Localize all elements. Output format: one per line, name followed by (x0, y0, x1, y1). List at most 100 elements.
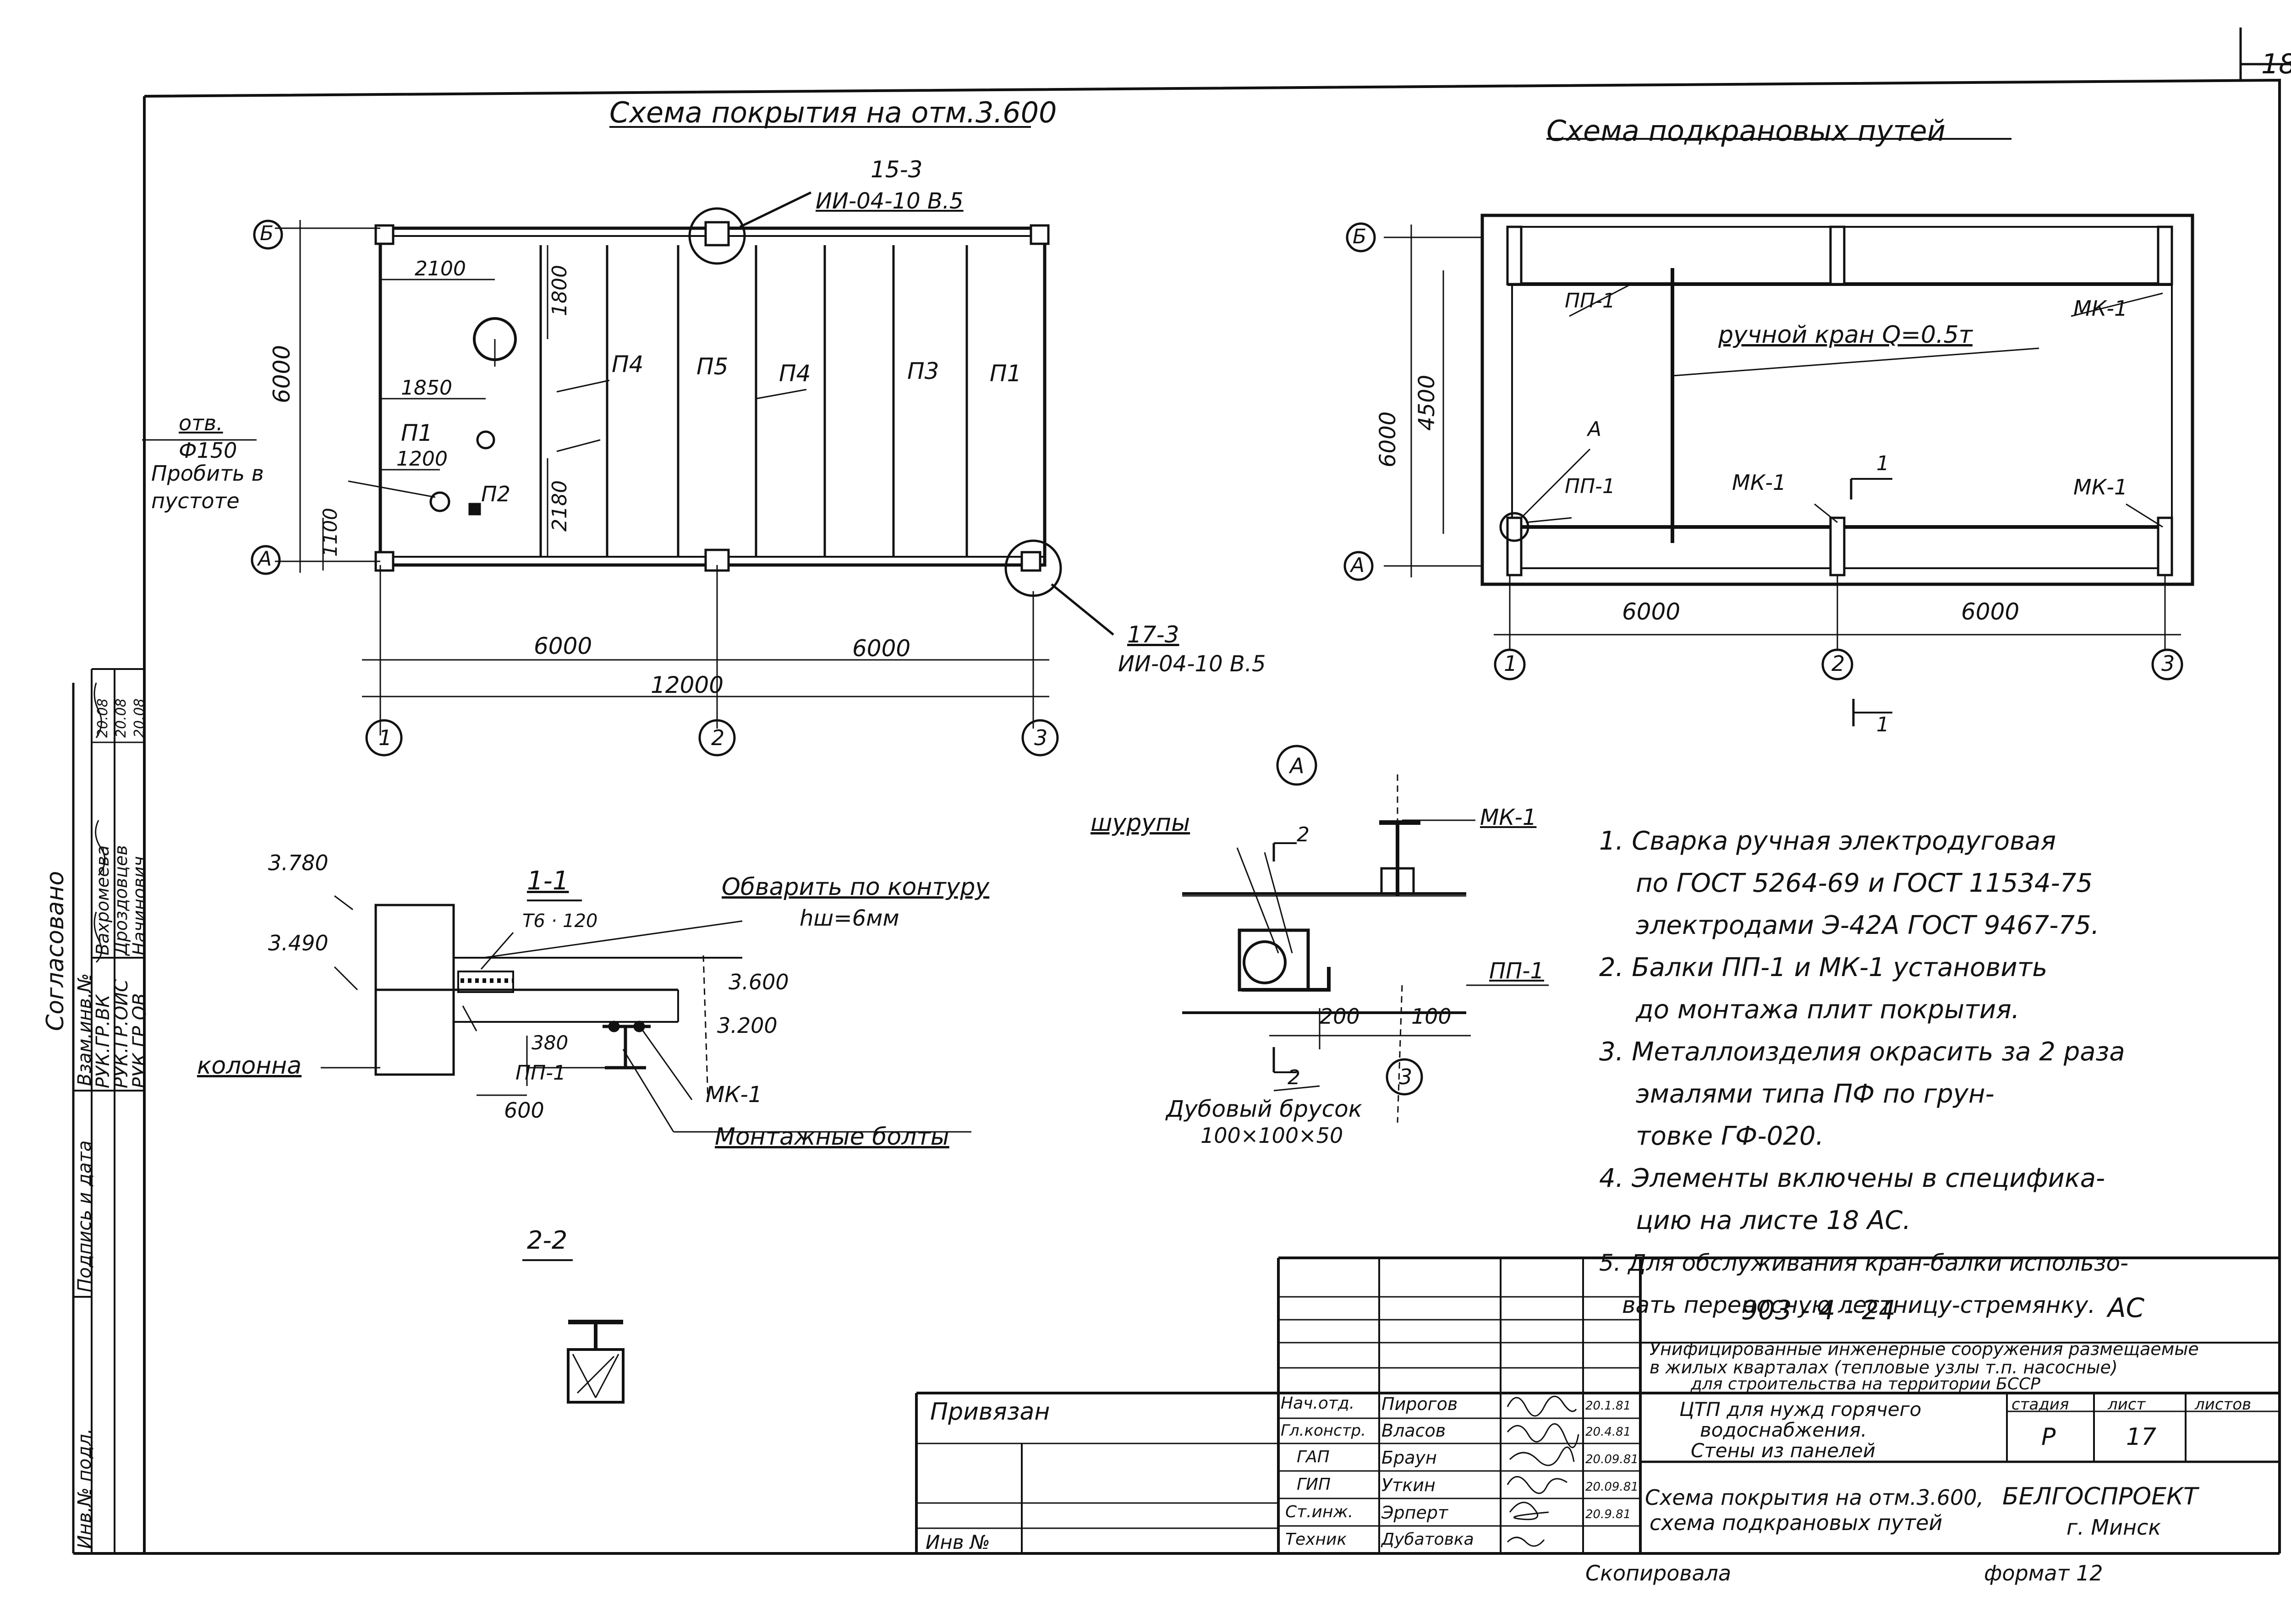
side-role-vk: РУК.ГР.ВК (93, 994, 114, 1088)
block-label: Дубовый брусок (1166, 1096, 1362, 1122)
level-3490: 3.490 (268, 931, 329, 955)
person-name: Уткин (1381, 1475, 1436, 1495)
crane-dim-bay2: 6000 (1961, 598, 2020, 625)
person-role: Ст.инж. (1285, 1503, 1354, 1521)
person-role: Нач.отд. (1281, 1394, 1355, 1413)
org-name: БЕЛГОСПРОЕКТ (2002, 1483, 2198, 1510)
roof-dim-1200: 1200 (396, 447, 448, 471)
crane-mk1-br: МК-1 (2073, 475, 2128, 499)
side-date-ois: 20.08 (113, 698, 129, 738)
weld-hw: hш=6мм (800, 905, 899, 931)
roof-axis-b: Б (260, 222, 274, 245)
crane-axis-b: Б (1353, 225, 1367, 248)
side-name-ois: Дроздовцев (111, 845, 131, 955)
panel-p3: П3 (907, 358, 939, 384)
note-line: 1. Сварка ручная электродуговая (1599, 826, 2056, 856)
crane-dim-6000: 6000 (1375, 411, 1401, 467)
crane-section-top: 1 (1876, 452, 1889, 475)
roof-dim-1800: 1800 (548, 265, 571, 316)
sheet-title-2: схема подкрановых путей (1650, 1510, 1943, 1535)
hole-note-3: Пробить в (151, 461, 264, 486)
project-line-1: Унифицированные инженерные сооружения ра… (1650, 1339, 2199, 1359)
side-role-ois: РУК.ГР.ОИС (111, 979, 132, 1088)
side-name-ov: Начинович (129, 856, 149, 955)
panel-p4-b: П4 (779, 360, 811, 387)
detail-sec-bottom: 2 (1288, 1066, 1300, 1089)
detail-sec-top: 2 (1297, 823, 1310, 846)
note-line: по ГОСТ 5264-69 и ГОСТ 11534-75 (1636, 868, 2093, 898)
person-name: Пирогов (1381, 1394, 1458, 1414)
side-field-repl: Взам.инв.№ (74, 973, 95, 1086)
person-date: 20.1.81 (1585, 1399, 1631, 1413)
roof-axis-2: 2 (711, 725, 725, 750)
section-pp1: ПП-1 (515, 1061, 566, 1085)
person-role: ГАП (1297, 1448, 1330, 1466)
signatures (93, 682, 1579, 1547)
panel-p2: П2 (481, 482, 510, 506)
note-line: 3. Металлоизделия окрасить за 2 раза (1599, 1037, 2125, 1067)
detail-pp1: ПП-1 (1489, 958, 1545, 984)
panel-p1-right: П1 (990, 360, 1022, 387)
stage-header: стадия (2011, 1395, 2069, 1414)
roof-dim-1100: 1100 (319, 508, 341, 557)
roof-dim-2180: 2180 (548, 480, 571, 532)
roof-axis-3: 3 (1034, 725, 1048, 750)
level-3780: 3.780 (268, 850, 329, 875)
person-date: 20.4.81 (1585, 1425, 1631, 1439)
sheets-header: листов (2195, 1395, 2252, 1414)
person-role: Гл.констр. (1281, 1421, 1366, 1440)
panel-p5: П5 (696, 353, 729, 380)
roof-dim-total: 12000 (651, 672, 724, 698)
detail-dim-200: 200 (1320, 1004, 1360, 1029)
crane-axis-a: А (1351, 554, 1365, 577)
crane-mk1-mid: МК-1 (1732, 470, 1787, 495)
copied-label: Скопировала (1585, 1561, 1732, 1586)
section-11-title: 1-1 (527, 866, 569, 896)
level-3600: 3.600 (729, 970, 789, 994)
roof-plan-title: Схема покрытия на отм.3.600 (609, 96, 1057, 129)
crane-axis-1: 1 (1504, 651, 1518, 676)
roof-dim-bay1: 6000 (534, 633, 592, 659)
t6-label: Т6 · 120 (522, 911, 598, 932)
callout-bottom-num: 17-3 (1127, 621, 1179, 648)
general-notes: 1. Сварка ручная электродуговая по ГОСТ … (1599, 820, 2291, 1326)
person-date: 20.09.81 (1585, 1480, 1639, 1494)
stage-value: Р (2041, 1423, 2056, 1451)
doc-section: АС (2108, 1292, 2145, 1323)
hole-note-4: пустоте (151, 488, 240, 513)
note-line: 4. Элементы включены в специфика- (1599, 1163, 2105, 1193)
detail-mk1: МК-1 (1480, 805, 1537, 830)
detail-axis-3: 3 (1399, 1064, 1413, 1089)
side-role-ov: РУК.ГР.ОВ (129, 993, 150, 1088)
block-size: 100×100×50 (1200, 1123, 1343, 1148)
project-line-3: для строительства на территории БССР (1691, 1375, 2040, 1394)
note-line: вать переносную лестницу-стремянку. (1622, 1292, 2096, 1318)
side-field-sign: Подпись и дата (74, 1140, 95, 1292)
sheet-number: 18 (2261, 48, 2291, 80)
object-line-2: водоснабжения. (1700, 1419, 1867, 1441)
side-field-inv: Инв.№ подл. (74, 1428, 95, 1549)
detail-a-title: А (1290, 753, 1304, 778)
side-date-vk: 20.08 (95, 698, 111, 738)
roof-dim-1850: 1850 (401, 376, 452, 400)
bolts-label: Монтажные болты (715, 1123, 949, 1151)
panel-p1-left: П1 (401, 420, 433, 446)
note-line: электродами Э-42А ГОСТ 9467-75. (1636, 911, 2099, 940)
crane-plan-title: Схема подкрановых путей (1546, 114, 1946, 148)
object-line-3: Стены из панелей (1691, 1439, 1876, 1462)
crane-pp1-top: ПП-1 (1565, 289, 1616, 313)
object-line-1: ЦТП для нужд горячего (1679, 1398, 1922, 1421)
format-label: формат 12 (1984, 1561, 2103, 1586)
note-line: до монтажа плит покрытия. (1636, 995, 2020, 1025)
crane-mk1-tr: МК-1 (2073, 296, 2128, 321)
level-3200: 3.200 (717, 1013, 778, 1038)
roof-axis-1: 1 (378, 725, 392, 750)
person-date: 20.9.81 (1585, 1508, 1631, 1521)
crane-axis-2: 2 (1831, 651, 1845, 676)
hole-note-2: Ф150 (179, 438, 237, 463)
section-22-title: 2-2 (527, 1226, 568, 1255)
org-city: г. Минск (2066, 1515, 2161, 1540)
roof-dim-bay2: 6000 (852, 635, 911, 662)
person-role: ГИП (1297, 1475, 1331, 1494)
